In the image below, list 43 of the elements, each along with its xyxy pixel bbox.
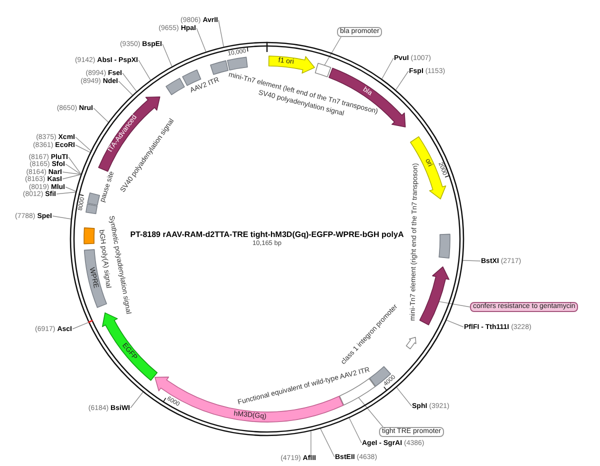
sequence-feature (419, 265, 450, 326)
feature-block (85, 203, 98, 215)
leader-line (130, 392, 144, 408)
leader-line (52, 216, 72, 220)
leader-line (162, 44, 172, 67)
leader-line (75, 136, 92, 152)
leader-line (122, 72, 137, 92)
leader-line (382, 58, 394, 80)
leader-line (68, 156, 82, 174)
leader-line (462, 260, 481, 262)
feature-block (314, 62, 332, 78)
leader-line (310, 430, 312, 455)
leader-line (324, 36, 342, 66)
feature-block (86, 192, 101, 206)
leader-line (138, 60, 151, 80)
leader-line (65, 186, 76, 192)
leader-line (93, 108, 109, 123)
leader-line (62, 174, 82, 180)
feature-block (209, 60, 229, 76)
leader-line (72, 322, 89, 330)
feature-block (438, 233, 451, 259)
leader-line (196, 28, 206, 52)
feature-block (165, 77, 186, 96)
leader-line (75, 144, 90, 153)
leader-line (56, 192, 76, 194)
map-title: PT-8189 rAAV-RAM-d2TTA-TRE tight-hM3D(Gq)-EGFP-WPRE-bGH polyA (130, 230, 404, 239)
leader-line (358, 397, 384, 428)
leader-line (320, 428, 335, 458)
leader-line (348, 418, 362, 444)
leader-line (396, 387, 412, 406)
feature-block (338, 378, 376, 406)
leader-line (438, 301, 470, 308)
leader-line (65, 164, 82, 175)
feature-block (226, 56, 249, 71)
leader-line (118, 80, 133, 96)
leader-line (218, 20, 224, 48)
sequence-feature (409, 136, 447, 201)
feature-block (83, 227, 95, 245)
leader-line (446, 320, 464, 328)
sequence-feature (405, 335, 419, 350)
sequence-feature (268, 55, 317, 74)
leader-line (396, 70, 409, 90)
leader-line (62, 172, 82, 175)
